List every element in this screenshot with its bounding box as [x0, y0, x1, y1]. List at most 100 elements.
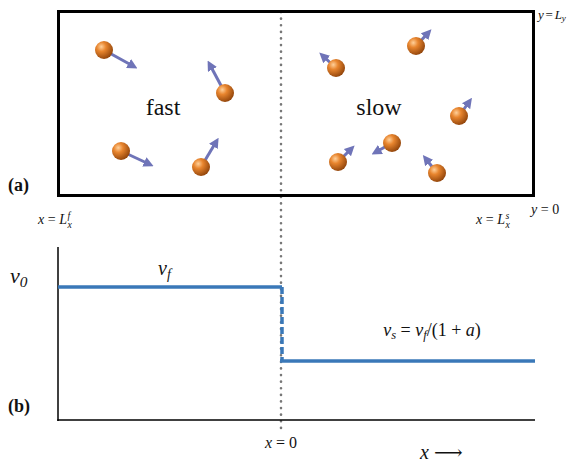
glyph — [537, 202, 541, 217]
math-label: x = Lxs — [476, 212, 511, 229]
speed-profile-step — [280, 287, 284, 361]
glyph: a — [154, 94, 165, 120]
subscript: y — [562, 13, 566, 23]
glyph — [447, 320, 452, 340]
velocity-arrows — [104, 33, 469, 173]
glyph: ( — [432, 320, 438, 340]
glyph: v — [158, 257, 167, 279]
particle — [112, 142, 130, 160]
glyph — [429, 441, 434, 463]
glyph: = — [401, 320, 411, 340]
glyph: f — [146, 94, 154, 120]
subscript: s — [391, 328, 396, 342]
glyph: l — [366, 94, 373, 120]
superscript: s — [505, 211, 509, 221]
glyph: L — [555, 7, 562, 22]
x-axis — [57, 419, 535, 421]
glyph: = — [48, 212, 56, 227]
particle — [428, 164, 446, 182]
glyph: / — [427, 320, 432, 340]
glyph: t — [174, 94, 181, 120]
subscript: x — [505, 220, 509, 230]
speed-profile-slow — [280, 359, 535, 363]
glyph: s — [356, 94, 365, 120]
math-label: v0 — [10, 263, 27, 291]
region-box: fastslow — [57, 10, 535, 197]
glyph: = — [486, 212, 494, 227]
glyph: ) — [475, 320, 481, 340]
glyph: 0 — [552, 202, 559, 217]
glyph: x — [476, 212, 482, 227]
glyph: o — [372, 94, 384, 120]
glyph: ⟶ — [434, 441, 463, 463]
y-axis — [57, 247, 59, 421]
glyph: x — [38, 212, 44, 227]
glyph: ) — [23, 175, 29, 195]
glyph: ) — [24, 396, 30, 416]
index-stack: xf — [67, 214, 73, 224]
interface-line — [280, 12, 283, 428]
index-stack: xs — [505, 214, 511, 224]
math-label: y = 0 — [531, 202, 559, 219]
glyph: y — [538, 7, 544, 22]
math-label: y = Ly — [538, 7, 566, 24]
particle — [192, 158, 210, 176]
region-label: fast — [146, 93, 181, 122]
glyph: a — [14, 175, 23, 195]
glyph: = — [546, 7, 553, 22]
glyph — [482, 212, 486, 227]
glyph: ( — [8, 175, 14, 195]
glyph: L — [497, 212, 505, 227]
glyph: w — [384, 94, 401, 120]
glyph — [549, 202, 553, 217]
subscript: f — [167, 267, 171, 282]
math-label: vs = vf/(1 + a) — [383, 320, 481, 343]
glyph: = — [276, 434, 285, 451]
glyph: v — [383, 320, 391, 340]
math-label: x = 0 — [265, 433, 297, 452]
glyph: s — [164, 94, 173, 120]
particle — [95, 41, 113, 59]
glyph: 0 — [289, 434, 297, 451]
panel-letter: (a) — [8, 175, 29, 197]
particle — [329, 153, 347, 171]
glyph: x — [265, 434, 272, 451]
subscript: f — [423, 328, 427, 342]
math-label: x = Lxf — [38, 212, 73, 229]
glyph: L — [59, 212, 67, 227]
glyph — [285, 434, 289, 451]
glyph: a — [466, 320, 475, 340]
glyph: 1 — [438, 320, 447, 340]
glyph — [553, 7, 555, 22]
glyph: + — [451, 320, 461, 340]
math-label: vf — [158, 256, 171, 283]
speed-profile-fast — [58, 285, 282, 289]
glyph — [411, 320, 416, 340]
superscript: f — [67, 211, 70, 221]
glyph: y — [531, 202, 537, 217]
math-label: x ⟶ — [420, 440, 463, 464]
glyph — [44, 212, 48, 227]
glyph — [272, 434, 276, 451]
particle — [407, 37, 425, 55]
particle — [216, 84, 234, 102]
glyph — [544, 7, 546, 22]
glyph: x — [420, 441, 429, 463]
panel-letter: (b) — [8, 396, 30, 418]
particle — [327, 59, 345, 77]
glyph — [396, 320, 401, 340]
glyph: ( — [8, 396, 14, 416]
particle — [450, 107, 468, 125]
subscript: 0 — [20, 273, 28, 290]
glyph: = — [541, 202, 549, 217]
glyph — [494, 212, 498, 227]
region-label: slow — [356, 93, 401, 122]
glyph: v — [415, 320, 423, 340]
glyph: b — [14, 396, 24, 416]
particle — [383, 134, 401, 152]
subscript: x — [67, 220, 71, 230]
glyph — [461, 320, 466, 340]
glyph: v — [10, 263, 20, 288]
